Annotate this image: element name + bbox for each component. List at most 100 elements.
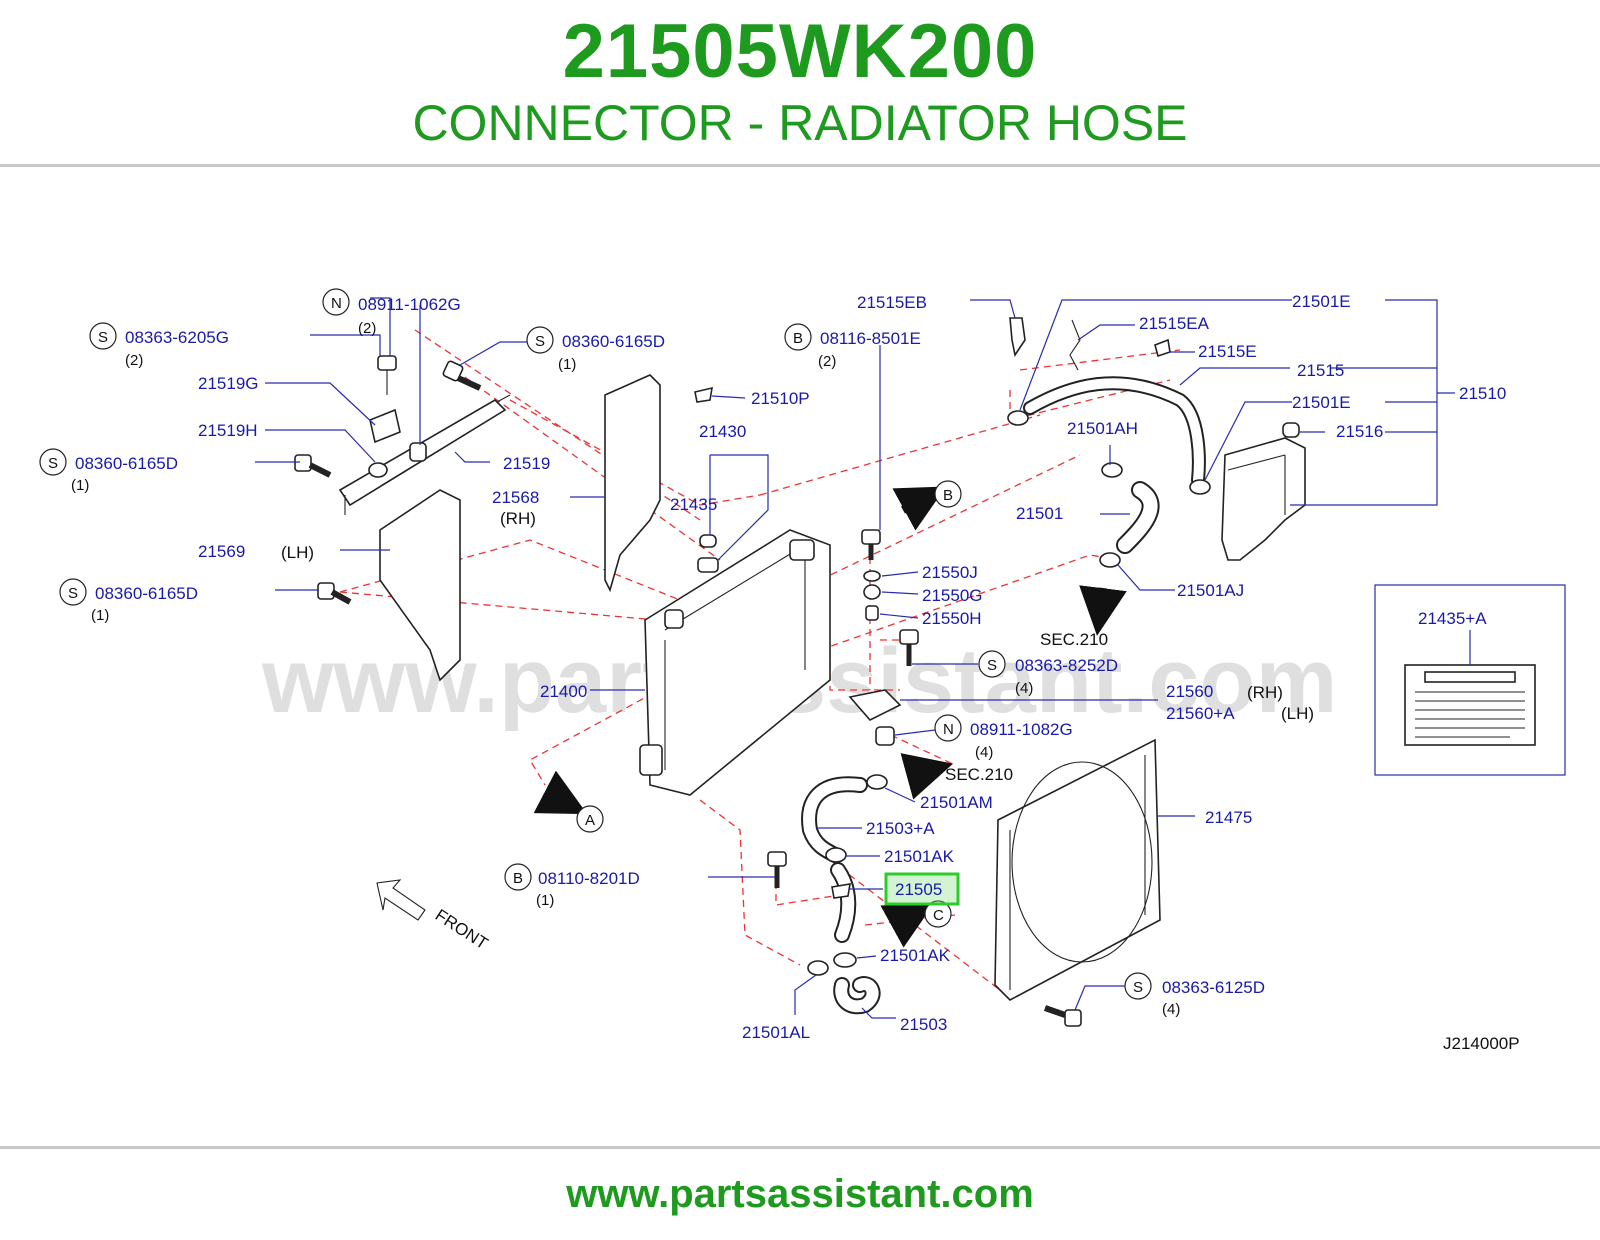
label-rh-21568: (RH): [500, 509, 536, 528]
label-21503A: 21503+A: [866, 819, 935, 838]
label-21501AJ: 21501AJ: [1177, 581, 1244, 600]
reference-marker-c: C: [924, 900, 952, 928]
clamp-21501AM: [866, 774, 888, 790]
label-rh-21560: (RH): [1247, 683, 1283, 702]
reference-marker-a: A: [576, 805, 604, 833]
svg-text:08116-8501E: 08116-8501E: [820, 329, 921, 348]
clamp-21501AK-b: [833, 952, 857, 968]
callout-08363-6205G[interactable]: S 08363-6205G (2): [89, 322, 229, 369]
front-direction-indicator: FRONT: [376, 879, 491, 953]
clamp-21501AJ: [1099, 552, 1121, 568]
callout-08110-8201D[interactable]: B 08110-8201D (1): [504, 863, 640, 909]
svg-text:08110-8201D: 08110-8201D: [538, 869, 640, 888]
svg-text:N: N: [943, 721, 954, 738]
label-21501AK-b: 21501AK: [880, 946, 951, 965]
label-21515EA: 21515EA: [1139, 314, 1210, 333]
bolt-08360-6165D-low: [317, 582, 352, 605]
svg-text:(2): (2): [818, 353, 836, 370]
label-21501E-b: 21501E: [1292, 393, 1351, 412]
svg-text:S: S: [48, 455, 58, 472]
clamp-21501AK-a: [825, 847, 847, 863]
label-sec210-a: SEC.210: [1040, 630, 1108, 649]
label-21435: 21435: [670, 495, 717, 514]
label-21475: 21475: [1205, 808, 1252, 827]
label-21516: 21516: [1336, 422, 1383, 441]
label-21501E-a: 21501E: [1292, 292, 1351, 311]
callout-08363-6125D[interactable]: S 08363-6125D (4): [1124, 972, 1265, 1018]
front-label: FRONT: [432, 905, 491, 953]
label-21515EB: 21515EB: [857, 293, 927, 312]
label-21560: 21560: [1166, 682, 1213, 701]
clamp-21501AH: [1101, 462, 1123, 478]
callout-08360-6165D-top[interactable]: S 08360-6165D (1): [526, 326, 665, 373]
bolt-08360-6165D-mid: [294, 454, 332, 478]
callout-08360-6165D-mid[interactable]: S 08360-6165D (1): [39, 448, 178, 494]
radiator-21400: [639, 529, 831, 796]
callout-08911-1062G[interactable]: N 08911-1062G (2): [322, 288, 461, 337]
label-21519: 21519: [503, 454, 550, 473]
footer-website-link[interactable]: www.partsassistant.com: [566, 1172, 1034, 1216]
label-21430: 21430: [699, 422, 746, 441]
nut-08911-1082G: [875, 726, 895, 746]
clamp-21501E-a: [1007, 410, 1029, 426]
svg-text:08911-1082G: 08911-1082G: [970, 720, 1073, 739]
clip-21515E: [1154, 338, 1171, 358]
svg-text:(2): (2): [358, 320, 376, 337]
bolt-08110-8201D: [767, 851, 787, 888]
callout-08911-1082G[interactable]: N 08911-1082G (4): [934, 714, 1073, 761]
cap-21516: [1282, 422, 1300, 438]
highlighted-part-21505[interactable]: 21505: [884, 872, 960, 906]
svg-text:08363-6125D: 08363-6125D: [1162, 978, 1265, 997]
label-21400: 21400: [540, 682, 587, 701]
part-labels[interactable]: 21519G 21519H 21519 21568 (RH) 21569 (LH…: [198, 292, 1506, 1042]
label-sec210-b: SEC.210: [945, 765, 1013, 784]
label-21501: 21501: [1016, 504, 1063, 523]
callout-08116-8501E[interactable]: B 08116-8501E (2): [784, 323, 921, 370]
svg-text:S: S: [98, 329, 108, 346]
label-21519G: 21519G: [198, 374, 259, 393]
clip-21515EB: [1009, 317, 1026, 358]
callout-08360-6165D-low[interactable]: S 08360-6165D (1): [59, 578, 198, 624]
svg-text:S: S: [68, 585, 78, 602]
clip-21519G: [369, 408, 401, 444]
page-header: 21505WK200 CONNECTOR - RADIATOR HOSE: [0, 0, 1600, 170]
part-number-title: 21505WK200: [562, 9, 1038, 94]
mount-bracket-21560: [848, 689, 902, 721]
washer-21550J: [863, 570, 881, 582]
svg-text:(4): (4): [1015, 680, 1033, 697]
hose-21503A: [801, 776, 868, 863]
svg-text:S: S: [1133, 979, 1143, 996]
callout-08363-8252D[interactable]: S 08363-8252D (4): [978, 650, 1118, 697]
label-21501AL: 21501AL: [742, 1023, 810, 1042]
bolt-08116-8501E: [861, 529, 881, 560]
svg-text:(1): (1): [536, 892, 554, 909]
svg-text:08360-6165D: 08360-6165D: [95, 584, 198, 603]
bolt-08360-6165D-top: [442, 360, 482, 391]
label-21550G: 21550G: [922, 586, 983, 605]
svg-text:S: S: [987, 657, 997, 674]
svg-text:(4): (4): [975, 744, 993, 761]
reference-marker-b: B: [934, 480, 962, 508]
nut-08911-1062G: [409, 442, 427, 462]
svg-text:(2): (2): [125, 352, 143, 369]
leader-lines: [255, 297, 1471, 1019]
hose-21503: [833, 976, 881, 1015]
label-21505: 21505: [895, 880, 942, 899]
footer-divider: [0, 1146, 1600, 1149]
direction-arrows: [533, 486, 1127, 948]
svg-text:B: B: [943, 487, 953, 504]
label-lh-21569: (LH): [281, 543, 314, 562]
svg-text:08360-6165D: 08360-6165D: [75, 454, 178, 473]
svg-text:(1): (1): [71, 477, 89, 494]
cap-21435: [697, 534, 719, 573]
hose-21515: [1023, 376, 1206, 487]
label-21560A: 21560+A: [1166, 704, 1235, 723]
label-card-21435A: [1374, 584, 1566, 776]
svg-text:08363-8252D: 08363-8252D: [1015, 656, 1118, 675]
label-21503: 21503: [900, 1015, 947, 1034]
svg-text:S: S: [535, 333, 545, 350]
svg-text:08360-6165D: 08360-6165D: [562, 332, 665, 351]
header-divider: [0, 164, 1600, 167]
fan-shroud-21475: [994, 738, 1161, 1001]
